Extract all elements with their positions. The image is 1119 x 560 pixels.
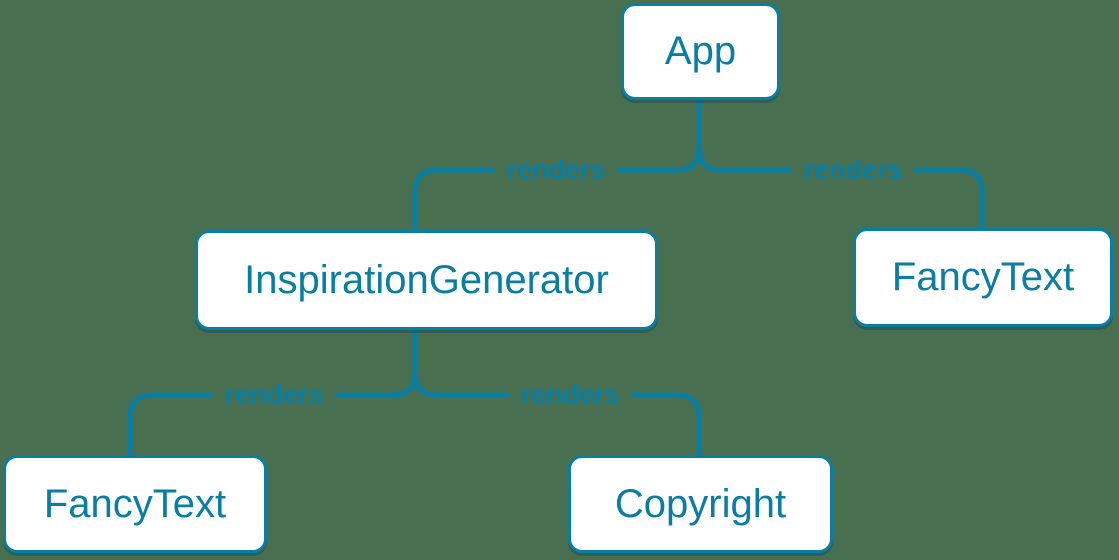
- edge-label-renders: renders: [791, 154, 915, 186]
- tree-node-fancy-text: FancyText: [3, 455, 267, 553]
- tree-node-copyright: Copyright: [568, 455, 833, 553]
- tree-node-inspiration-generator: InspirationGenerator: [195, 230, 658, 330]
- tree-node-fancy-text: FancyText: [853, 228, 1113, 327]
- edge-label-renders: renders: [494, 154, 618, 186]
- edge-label-renders: renders: [212, 379, 336, 411]
- tree-node-app: App: [621, 3, 780, 100]
- edge-label-renders: renders: [508, 379, 632, 411]
